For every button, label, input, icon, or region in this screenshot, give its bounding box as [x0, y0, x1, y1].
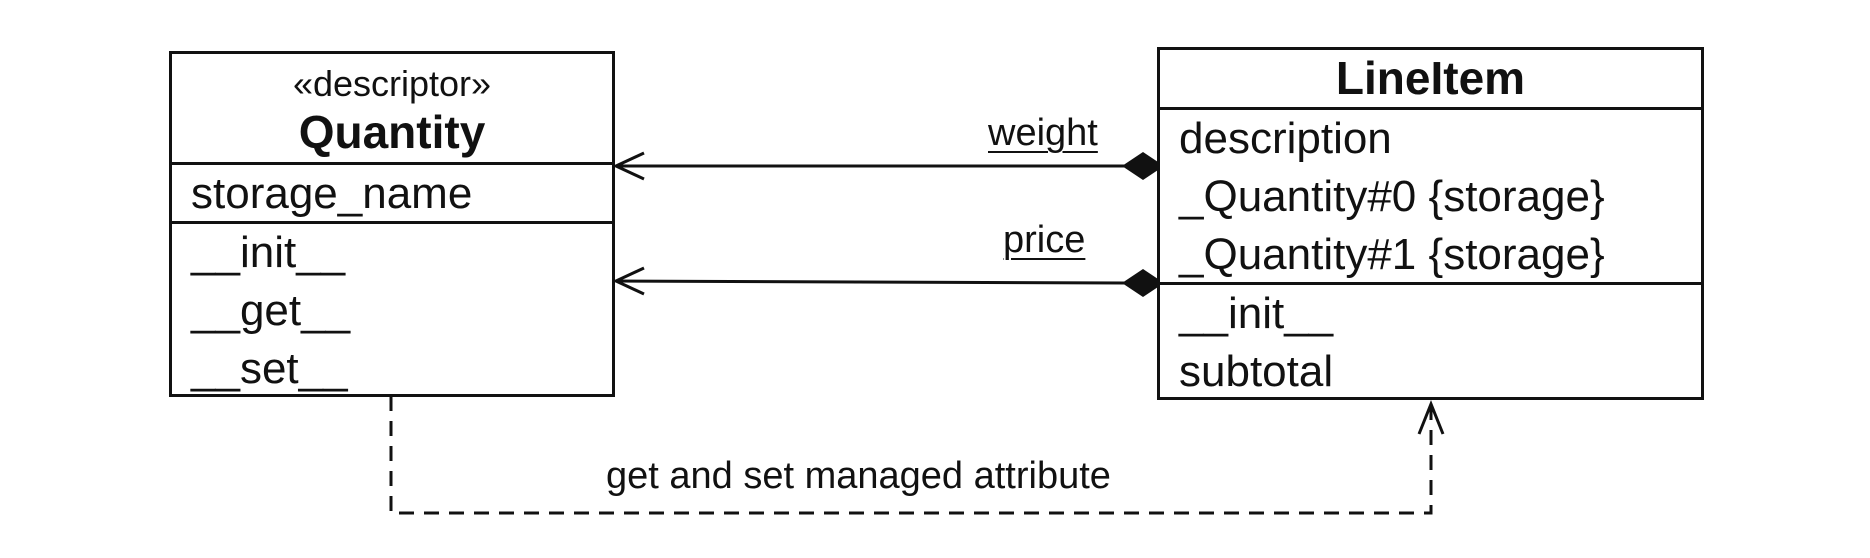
price-role-label: price: [1003, 219, 1086, 261]
quantity-attributes-compartment: storage_name: [172, 165, 612, 224]
attribute-storage-name: storage_name: [191, 169, 473, 218]
lineitem-name-compartment: LineItem: [1160, 50, 1701, 110]
dependency-dashed-line: [389, 396, 1433, 515]
attribute-description: description: [1179, 114, 1392, 163]
method-set: __set__: [191, 344, 348, 393]
weight-open-arrowhead: [612, 151, 645, 181]
quantity-class-name: Quantity: [298, 106, 486, 158]
weight-composition-diamond: [1122, 152, 1164, 180]
price-association-line: [615, 279, 1126, 285]
method-init: __init__: [191, 228, 346, 277]
quantity-class-box: «descriptor» Quantity storage_name __ini…: [169, 51, 615, 397]
quantity-stereotype: «descriptor»: [292, 63, 492, 104]
weight-role-label: weight: [988, 112, 1098, 154]
lineitem-class-box: LineItem description _Quantity#0 {storag…: [1157, 47, 1704, 400]
price-open-arrowhead: [612, 266, 645, 296]
lineitem-methods-compartment: __init__ subtotal: [1160, 285, 1701, 401]
method-subtotal: subtotal: [1179, 347, 1334, 396]
quantity-methods-compartment: __init__ __get__ __set__: [172, 224, 612, 398]
dependency-label: get and set managed attribute: [606, 455, 1111, 497]
attribute-quantity-1-storage: _Quantity#1 {storage}: [1179, 230, 1605, 279]
method-get: __get__: [191, 286, 351, 335]
attribute-quantity-0-storage: _Quantity#0 {storage}: [1179, 172, 1605, 221]
quantity-name-compartment: «descriptor» Quantity: [172, 54, 612, 165]
dependency-open-arrowhead: [1417, 399, 1445, 435]
lineitem-class-name: LineItem: [1335, 52, 1526, 104]
method-init: __init__: [1179, 289, 1334, 338]
price-composition-diamond: [1122, 269, 1164, 297]
lineitem-attributes-compartment: description _Quantity#0 {storage} _Quant…: [1160, 110, 1701, 285]
